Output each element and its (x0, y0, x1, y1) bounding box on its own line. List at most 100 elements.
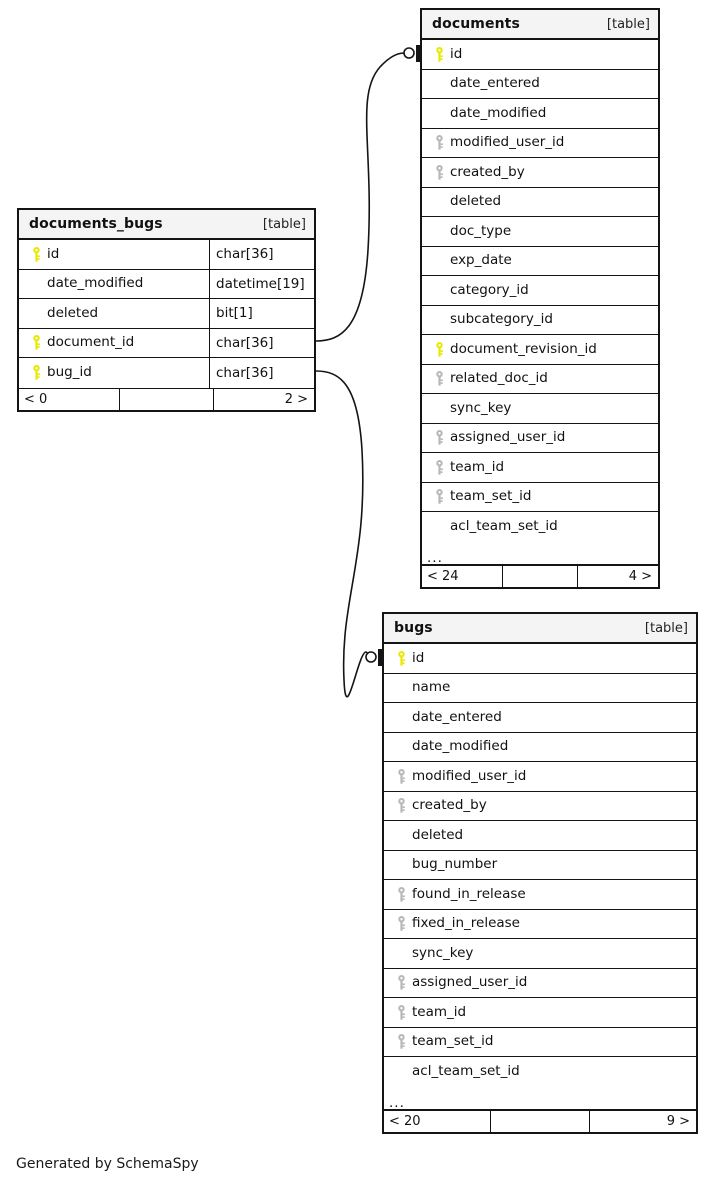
column-name-label: modified_user_id (412, 767, 527, 784)
table-row[interactable]: date_entered (384, 703, 696, 733)
column-name-label: bug_id (47, 364, 92, 380)
primary-key-icon (430, 46, 448, 62)
primary-key-icon (27, 246, 45, 262)
footer-next-documents[interactable]: 4 > (628, 568, 652, 584)
er-table-header-documents-bugs: documents_bugs [table] (19, 210, 314, 240)
key-slot-empty (392, 858, 410, 872)
table-row[interactable]: assigned_user_id (422, 424, 658, 453)
table-row[interactable]: sync_key (384, 939, 696, 969)
column-name-cell: team_id (422, 453, 658, 482)
table-row[interactable]: date_modified (422, 99, 658, 129)
key-slot-empty (392, 681, 410, 695)
column-name-cell: category_id (422, 276, 658, 305)
column-name-cell: sync_key (384, 939, 696, 968)
table-row[interactable]: date_modified (384, 733, 696, 762)
primary-key-icon (27, 335, 45, 350)
column-name-cell: date_entered (422, 70, 658, 99)
column-name-label: date_entered (450, 75, 540, 91)
column-name-cell: document_revision_id (422, 335, 658, 364)
key-slot-empty (392, 710, 410, 724)
column-name-cell: date_entered (384, 703, 696, 732)
column-name-label: deleted (450, 193, 502, 209)
table-row[interactable]: related_doc_id (422, 365, 658, 394)
key-slot-empty (392, 828, 410, 842)
table-row[interactable]: created_by (384, 792, 696, 821)
table-row[interactable]: acl_team_set_id (422, 512, 658, 542)
column-name-cell: team_set_id (384, 1028, 696, 1057)
column-name-label: id (450, 45, 463, 62)
column-name-cell: created_by (422, 158, 658, 187)
table-row[interactable]: bug_number (384, 851, 696, 880)
page-footer-credit: Generated by SchemaSpy (16, 1156, 199, 1172)
table-row[interactable]: deleted (384, 821, 696, 851)
column-name-cell: doc_type (422, 217, 658, 246)
column-name-cell: assigned_user_id (422, 424, 658, 453)
table-row[interactable]: modified_user_id (422, 129, 658, 158)
table-row[interactable]: id (422, 40, 658, 70)
column-type-cell: char[36] (209, 328, 314, 357)
table-row[interactable]: exp_date (422, 247, 658, 276)
key-slot-empty (430, 224, 448, 238)
table-row[interactable]: id (384, 644, 696, 674)
table-row[interactable]: date_entered (422, 70, 658, 99)
footer-prev-documents-bugs[interactable]: < 0 (24, 391, 48, 407)
table-row[interactable]: doc_type (422, 217, 658, 247)
key-slot-empty (430, 313, 448, 327)
column-name-cell: deleted (384, 821, 696, 850)
footer-prev-documents[interactable]: < 24 (427, 568, 459, 584)
key-slot-empty (430, 401, 448, 415)
footer-next-documents-bugs[interactable]: 2 > (284, 391, 308, 407)
table-row[interactable]: name (384, 674, 696, 703)
table-row[interactable]: created_by (422, 158, 658, 188)
column-name-label: team_id (412, 1003, 467, 1020)
column-name-label: doc_type (450, 222, 512, 239)
foreign-key-icon (430, 371, 448, 386)
column-name-label: sync_key (450, 399, 512, 416)
table-row[interactable]: team_set_id (384, 1028, 696, 1057)
table-row[interactable]: category_id (422, 276, 658, 306)
relationship-line-documents-bugs-to-bugs (315, 370, 371, 698)
key-slot-empty (27, 306, 45, 320)
table-row[interactable]: fixed_in_release (384, 910, 696, 939)
column-name-cell: exp_date (422, 247, 658, 276)
key-slot-empty (430, 195, 448, 209)
column-name-cell: deleted (19, 299, 209, 328)
column-name-label: date_modified (450, 104, 547, 121)
table-row[interactable]: subcategory_id (422, 306, 658, 335)
footer-next-bugs[interactable]: 9 > (666, 1113, 690, 1129)
table-row[interactable]: acl_team_set_id (384, 1057, 696, 1087)
column-name-label: category_id (450, 281, 529, 298)
footer-prev-bugs[interactable]: < 20 (389, 1113, 421, 1129)
table-row[interactable]: assigned_user_id (384, 969, 696, 998)
table-row[interactable]: team_id (384, 998, 696, 1028)
primary-key-icon (392, 650, 410, 666)
column-name-cell: found_in_release (384, 880, 696, 909)
table-row[interactable]: sync_key (422, 394, 658, 424)
er-table-header-bugs: bugs [table] (384, 614, 696, 644)
table-row[interactable]: deleted (422, 188, 658, 217)
table-row[interactable]: document_revision_id (422, 335, 658, 365)
table-tag-documents: [table] (606, 16, 650, 32)
column-type-cell: datetime[19] (209, 269, 314, 298)
key-slot-empty (430, 254, 448, 268)
table-row[interactable]: team_set_id (422, 483, 658, 512)
table-row[interactable]: modified_user_id (384, 762, 696, 792)
table-row[interactable]: found_in_release (384, 880, 696, 910)
column-name-cell: id (422, 40, 658, 69)
column-name-cell: subcategory_id (422, 306, 658, 335)
foreign-key-icon (392, 975, 410, 990)
foreign-key-icon (430, 430, 448, 445)
er-table-ellipsis-bugs: ... (384, 1087, 696, 1110)
table-row[interactable]: team_id (422, 453, 658, 483)
column-name-cell: name (384, 674, 696, 703)
column-name-label: bug_number (412, 856, 498, 872)
er-table-footer-bugs: < 20 9 > (384, 1109, 696, 1132)
